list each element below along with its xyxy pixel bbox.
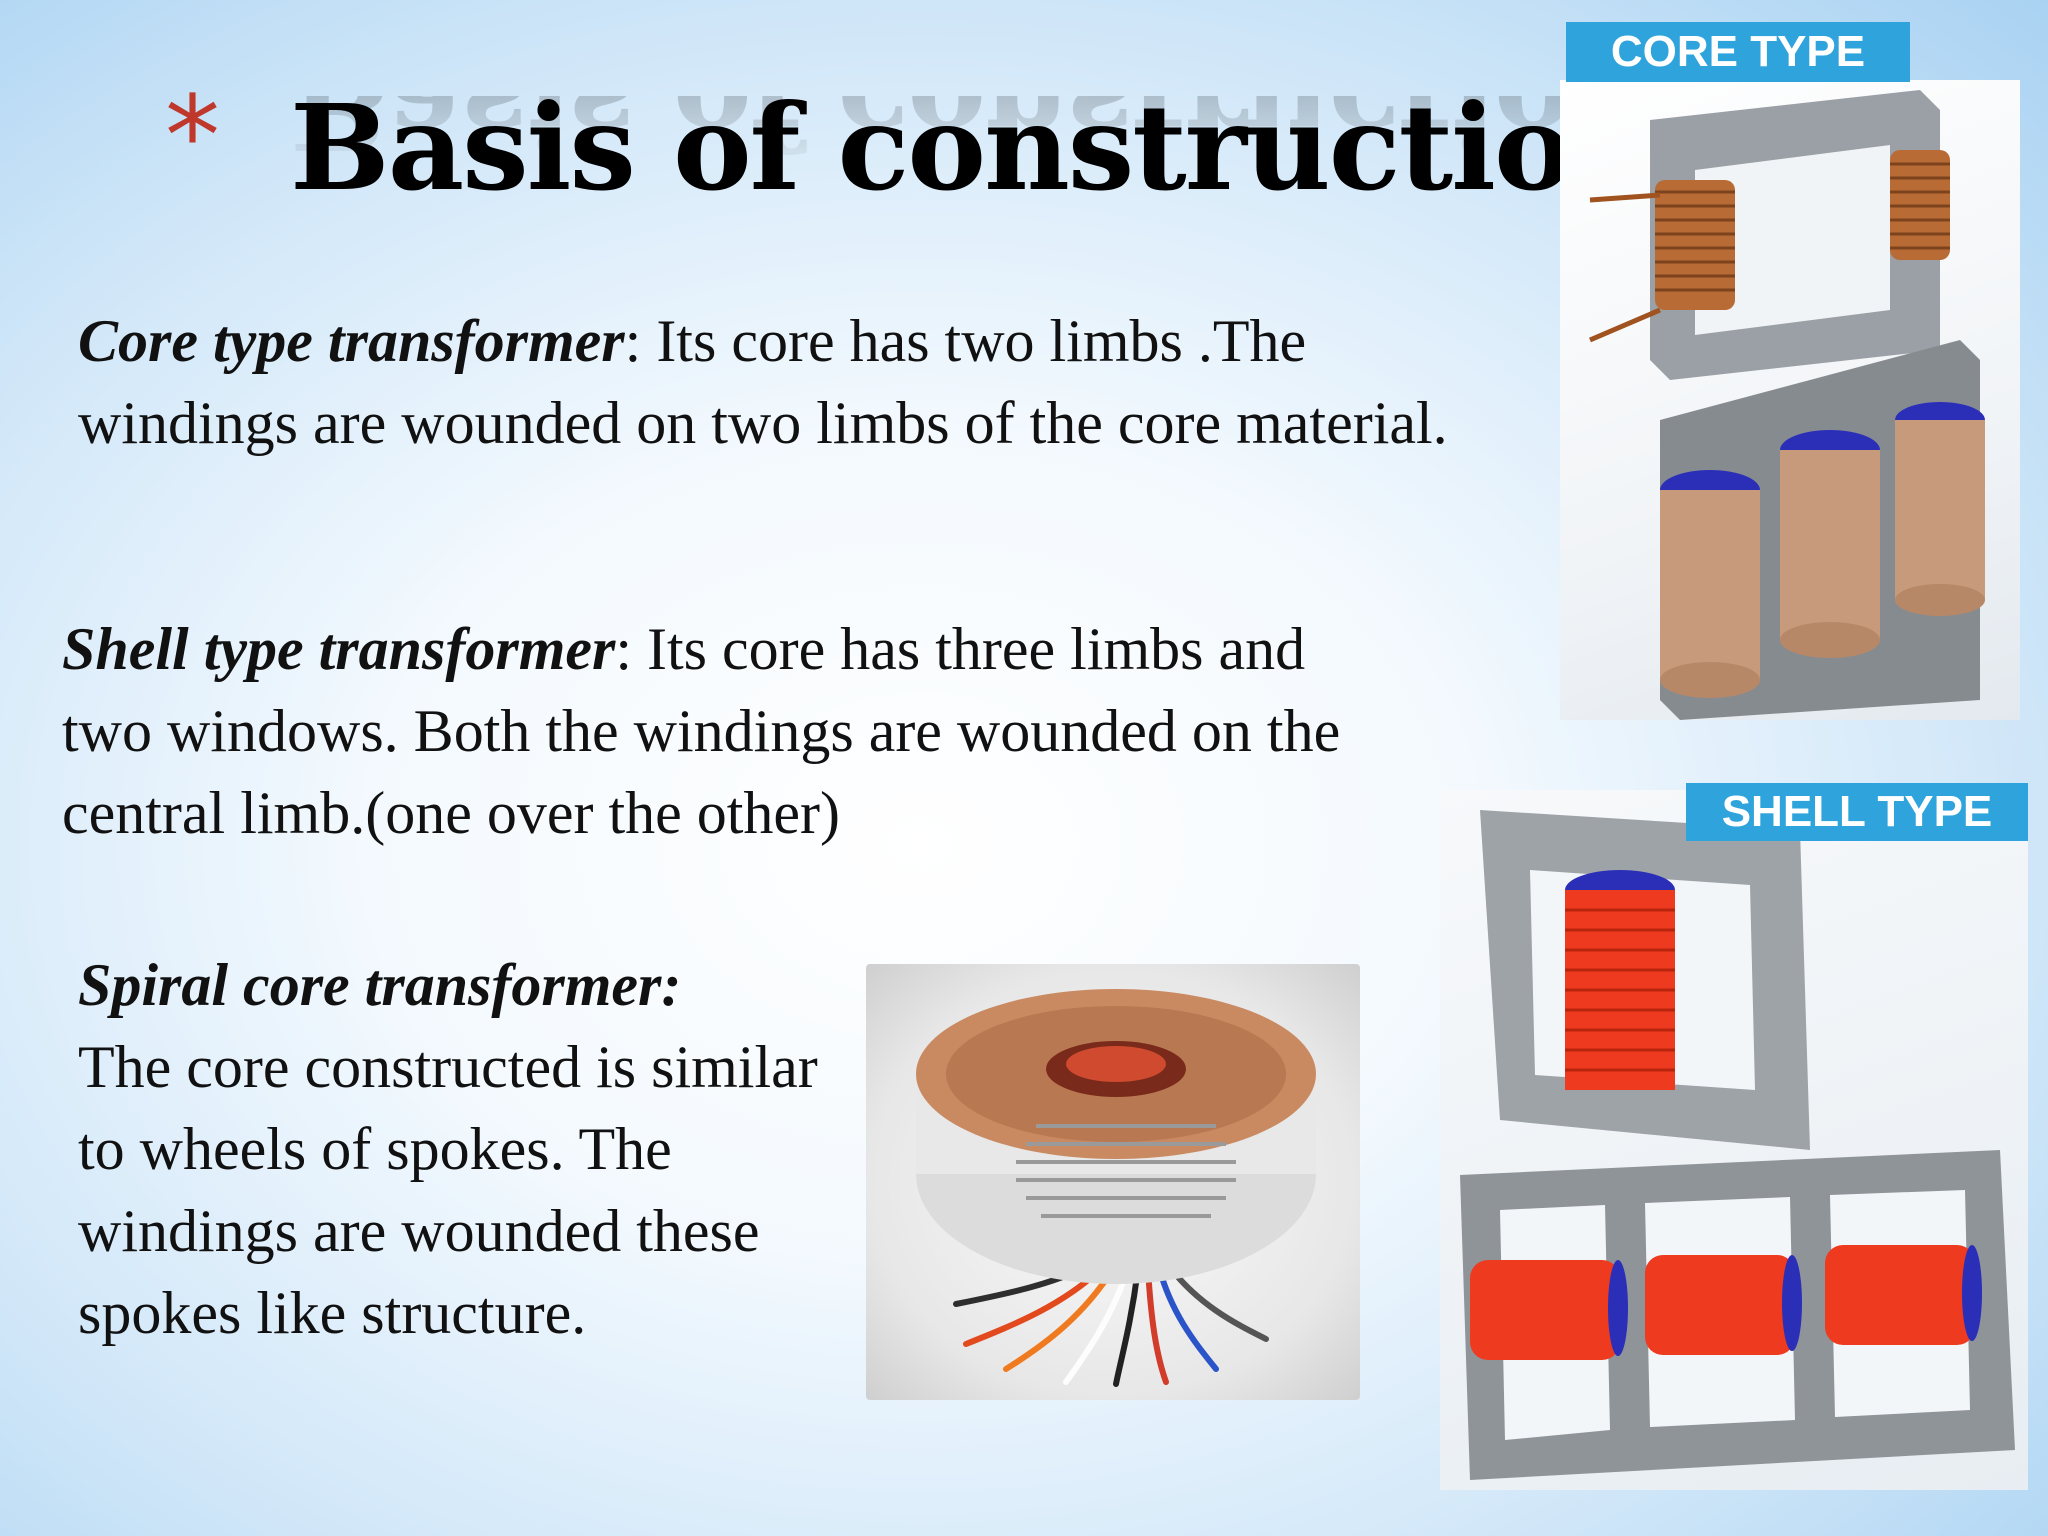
slide-title-reflection: Basis of construction bbox=[290, 96, 1655, 176]
core-type-paragraph: Core type transformer: Its core has two … bbox=[78, 300, 1478, 464]
shell-type-text: : Its core has three limbs and two windo… bbox=[62, 616, 1341, 846]
shell-type-paragraph: Shell type transformer: Its core has thr… bbox=[62, 608, 1352, 854]
spiral-core-paragraph: Spiral core transformer: The core constr… bbox=[78, 944, 848, 1354]
shell-type-term: Shell type transformer bbox=[62, 616, 616, 682]
core-type-label: CORE TYPE bbox=[1566, 22, 1910, 82]
shell-type-image bbox=[1440, 790, 2028, 1490]
spiral-core-text: The core constructed is similar to wheel… bbox=[78, 1034, 818, 1346]
toroidal-transformer-photo bbox=[866, 964, 1360, 1400]
slide-title: Basis of construction bbox=[290, 78, 1656, 217]
core-type-term: Core type transformer bbox=[78, 308, 625, 374]
shell-type-label: SHELL TYPE bbox=[1686, 783, 2028, 841]
core-type-image bbox=[1560, 80, 2020, 720]
core-type-text: : Its core has two limbs .The windings a… bbox=[78, 308, 1448, 456]
spiral-core-term: Spiral core transformer: bbox=[78, 952, 682, 1018]
title-bullet: * bbox=[165, 72, 220, 200]
